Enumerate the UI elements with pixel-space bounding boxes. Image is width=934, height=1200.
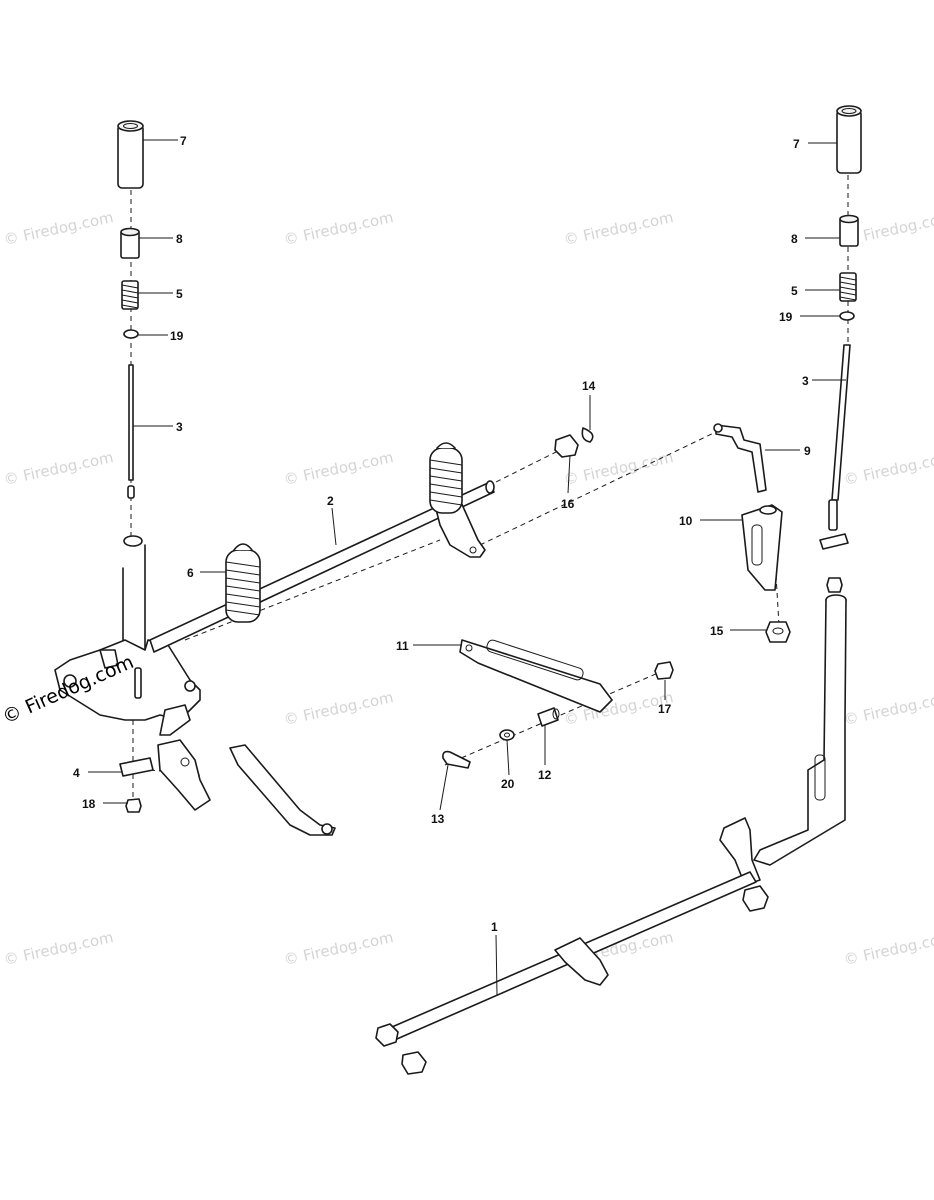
label-9: 9 [804,444,811,458]
label-13: 13 [431,812,445,826]
label-14: 14 [582,379,596,393]
right-nut [826,577,843,593]
label-16: 16 [561,497,575,511]
label-7-left: 7 [180,134,187,148]
label-15: 15 [710,624,724,638]
watermark-15: © Firedog.com [842,928,934,969]
label-2: 2 [327,494,334,508]
nut-15 [765,621,791,643]
left-grip [117,120,144,189]
washer-20 [499,729,515,741]
right-washer [839,311,855,321]
upper-spring [429,442,463,514]
spring-6 [225,543,261,623]
right-sleeve [839,214,859,247]
label-5-left: 5 [176,287,183,301]
label-17: 17 [658,702,672,716]
main-shaft-1 [375,871,769,1075]
right-rod [819,344,851,550]
watermark-1: © Firedog.com [2,208,115,249]
lower-left-linkage [119,704,336,836]
watermark-2: © Firedog.com [282,208,395,249]
watermark-9: © Firedog.com [282,688,395,729]
leader-lines [88,139,846,996]
label-18: 18 [82,797,96,811]
bracket-10 [741,504,783,591]
label-19-left: 19 [170,329,184,343]
clip-14 [581,427,594,443]
label-4: 4 [73,766,80,780]
bushing-12 [537,707,560,727]
right-spring [839,272,857,302]
nut-bottom [401,1051,427,1075]
label-19-right: 19 [779,310,793,324]
label-8-left: 8 [176,232,183,246]
left-lever-assembly [54,120,201,721]
label-20: 20 [501,777,515,791]
watermark-3: © Firedog.com [562,208,675,249]
left-rod [127,364,135,499]
watermark-6: © Firedog.com [282,448,395,489]
nut-right [742,885,769,912]
label-10: 10 [679,514,693,528]
pin-13 [442,750,471,769]
left-lever-tube [54,535,201,721]
label-11: 11 [396,639,409,653]
right-lever-assembly [719,105,862,886]
watermark-8: © Firedog.com [842,448,934,489]
label-6: 6 [187,566,194,580]
label-8-right: 8 [791,232,798,246]
right-grip [836,105,862,174]
label-3-right: 3 [802,374,809,388]
link-plate-11 [459,639,613,713]
shaft-2-assembly [149,442,495,653]
callout-labels: 7 8 5 19 3 2 6 14 16 9 10 15 11 17 12 20… [73,134,811,934]
label-7-right: 7 [793,137,800,151]
bushing-16 [554,434,579,458]
left-spring [121,280,139,310]
watermark-11: © Firedog.com [842,688,934,729]
watermark-12: © Firedog.com [2,928,115,969]
left-washer [123,329,139,339]
nut-17 [654,661,674,680]
label-12: 12 [538,768,552,782]
left-sleeve [120,227,140,259]
label-1: 1 [491,920,498,934]
label-3-left: 3 [176,420,183,434]
watermark-7: © Firedog.com [562,448,675,489]
right-lever-tube [719,594,847,886]
label-5-right: 5 [791,284,798,298]
link-rod-9 [713,423,767,493]
watermark-13: © Firedog.com [282,928,395,969]
watermark-5: © Firedog.com [2,448,115,489]
